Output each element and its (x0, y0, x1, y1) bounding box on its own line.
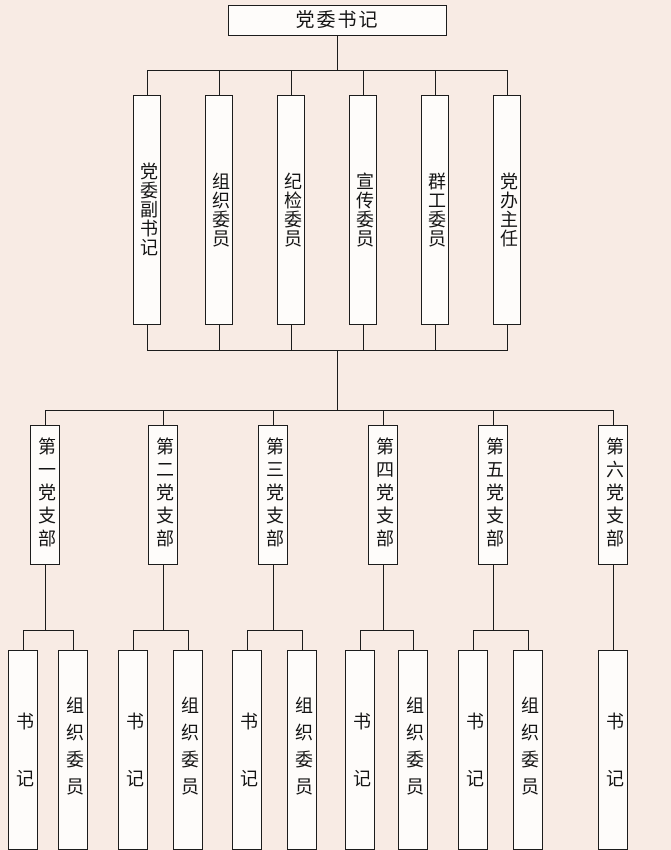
connector-root-stem (337, 36, 338, 70)
connector-officers-bottom-rail (147, 350, 508, 351)
node-branch-1-secretary: 书 记 (8, 650, 38, 850)
connector-officer-stub (291, 70, 292, 95)
connector-child-stub (413, 630, 414, 650)
node-label: 书 记 (463, 711, 484, 789)
connector-child-stub (188, 630, 189, 650)
node-branch-3-org-member: 组织委员 (287, 650, 317, 850)
connector-officer-stub (363, 70, 364, 95)
node-label: 书 记 (603, 711, 624, 789)
connector-branch-stub (383, 410, 384, 425)
node-label: 第五党支部 (483, 437, 504, 553)
node-label: 党委书记 (295, 9, 380, 31)
node-label: 书 记 (237, 711, 258, 789)
connector-officer-stub-bottom (147, 325, 148, 350)
node-label: 第二党支部 (153, 437, 174, 553)
connector-child-stub (23, 630, 24, 650)
node-branch-4: 第四党支部 (368, 425, 398, 565)
node-branch-2-org-member: 组织委员 (173, 650, 203, 850)
connector-branch-stub (613, 410, 614, 425)
connector-officer-stub-bottom (291, 325, 292, 350)
node-branch-3: 第三党支部 (258, 425, 288, 565)
node-label: 书 记 (350, 711, 371, 789)
connector-child-stub (247, 630, 248, 650)
node-branch-3-secretary: 书 记 (232, 650, 262, 850)
node-mass-work-member: 群工委员 (421, 95, 449, 325)
connector-center-stem (337, 350, 338, 410)
connector-children-rail (247, 630, 303, 631)
node-branch-5: 第五党支部 (478, 425, 508, 565)
connector-officer-stub (147, 70, 148, 95)
connector-child-stub (528, 630, 529, 650)
node-organization-member: 组织委员 (205, 95, 233, 325)
node-branch-1: 第一党支部 (30, 425, 60, 565)
node-label: 党委副书记 (137, 162, 158, 258)
connector-officer-stub-bottom (507, 325, 508, 350)
connector-branch-stem (383, 565, 384, 630)
connector-child-stub (473, 630, 474, 650)
connector-children-rail (133, 630, 189, 631)
connector-officers-top-rail (147, 70, 508, 71)
node-party-committee-secretary: 党委书记 (228, 5, 447, 36)
node-label: 组织委员 (178, 696, 199, 804)
node-discipline-member: 纪检委员 (277, 95, 305, 325)
connector-branch-stub (163, 410, 164, 425)
node-label: 纪检委员 (281, 171, 302, 249)
connector-child-stub (73, 630, 74, 650)
connector-branch-stem (273, 565, 274, 630)
node-label: 组织委员 (403, 696, 424, 804)
connector-officer-stub (435, 70, 436, 95)
node-label: 组织委员 (63, 696, 84, 804)
connector-branch-stub (493, 410, 494, 425)
node-label: 党办主任 (497, 171, 518, 249)
connector-children-rail (360, 630, 414, 631)
node-propaganda-member: 宣传委员 (349, 95, 377, 325)
connector-child-stub (133, 630, 134, 650)
node-branch-5-secretary: 书 记 (458, 650, 488, 850)
node-label: 第四党支部 (373, 437, 394, 553)
connector-branches-rail (45, 410, 614, 411)
connector-child-stub (302, 630, 303, 650)
node-label: 第六党支部 (603, 437, 624, 553)
node-branch-6-secretary: 书 记 (598, 650, 628, 850)
node-branch-1-org-member: 组织委员 (58, 650, 88, 850)
connector-officer-stub (219, 70, 220, 95)
node-branch-6: 第六党支部 (598, 425, 628, 565)
node-label: 组织委员 (292, 696, 313, 804)
node-label: 宣传委员 (353, 171, 374, 249)
node-label: 组织委员 (518, 696, 539, 804)
node-label: 书 记 (13, 711, 34, 789)
node-label: 第三党支部 (263, 437, 284, 553)
connector-branch-stem (163, 565, 164, 630)
connector-branch-stem (45, 565, 46, 630)
connector-branch-stub (45, 410, 46, 425)
connector-children-rail (23, 630, 74, 631)
node-branch-2: 第二党支部 (148, 425, 178, 565)
connector-officer-stub-bottom (219, 325, 220, 350)
connector-officer-stub-bottom (435, 325, 436, 350)
node-label: 书 记 (123, 711, 144, 789)
node-party-office-director: 党办主任 (493, 95, 521, 325)
connector-branch-stub (273, 410, 274, 425)
node-deputy-secretary: 党委副书记 (133, 95, 161, 325)
node-label: 第一党支部 (35, 437, 56, 553)
node-branch-4-org-member: 组织委员 (398, 650, 428, 850)
connector-officer-stub-bottom (363, 325, 364, 350)
node-branch-5-org-member: 组织委员 (513, 650, 543, 850)
connector-branch6-stem (613, 565, 614, 650)
node-label: 群工委员 (425, 171, 446, 249)
node-label: 组织委员 (209, 171, 230, 249)
connector-child-stub (360, 630, 361, 650)
connector-children-rail (473, 630, 529, 631)
node-branch-2-secretary: 书 记 (118, 650, 148, 850)
node-branch-4-secretary: 书 记 (345, 650, 375, 850)
connector-branch-stem (493, 565, 494, 630)
connector-officer-stub (507, 70, 508, 95)
